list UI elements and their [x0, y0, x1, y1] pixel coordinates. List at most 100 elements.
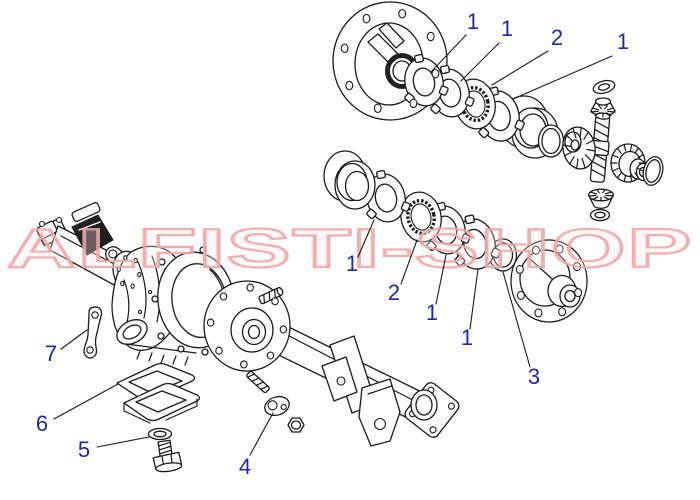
- bolt-hole: [123, 255, 128, 261]
- left-end-bracket: [36, 216, 68, 246]
- axle-end-flange: [404, 382, 460, 438]
- gear-tooth: [594, 112, 601, 117]
- bolt-hole: [116, 266, 121, 273]
- callout-leader: [491, 50, 549, 86]
- bolt-hole: [555, 244, 564, 254]
- gear-tooth: [583, 131, 590, 140]
- gear-tooth: [563, 151, 573, 157]
- spring-perch: [71, 202, 114, 256]
- gear-tooth: [623, 144, 627, 152]
- shim-ring: [642, 156, 664, 186]
- gear-tooth: [592, 196, 599, 200]
- callout-number: 1: [426, 300, 438, 325]
- bolt-hole: [558, 307, 567, 317]
- gear-tooth: [584, 154, 592, 162]
- gear-tooth: [604, 191, 613, 195]
- callout-leader: [400, 239, 418, 285]
- bolt-hole: [271, 297, 279, 306]
- callout-number: 7: [45, 341, 57, 366]
- bracket-part7: [83, 306, 103, 359]
- gear-tooth: [604, 104, 608, 110]
- bolt-hole: [137, 271, 142, 278]
- gear-tooth: [612, 167, 619, 172]
- watermark: ALFISTI-SHOP: [7, 217, 693, 279]
- bolt-hole: [534, 308, 543, 318]
- spider-gear-set: [562, 79, 664, 222]
- stud: [246, 370, 270, 394]
- bolt-hole: [120, 280, 125, 287]
- gear-tooth: [591, 107, 600, 111]
- bolt-hole: [515, 264, 524, 274]
- bolt-hole: [130, 283, 135, 289]
- bolt-holes: [116, 8, 583, 369]
- bottom-cover-part6: [123, 382, 201, 424]
- shock-mount-bracket: [358, 378, 401, 447]
- gear-tooth: [617, 172, 622, 179]
- callout-number: 6: [36, 411, 48, 436]
- gear-tooth: [617, 147, 622, 154]
- gear-tooth: [598, 104, 602, 110]
- bolt-hole: [431, 68, 440, 79]
- gear-tooth: [603, 196, 610, 200]
- gear-tooth: [605, 194, 614, 197]
- side-gear-right: [610, 143, 651, 183]
- callout-leader: [430, 34, 467, 73]
- callout-leader: [502, 271, 531, 368]
- bolt-hole: [426, 31, 435, 42]
- bolt-hole: [531, 245, 540, 255]
- gear-tooth: [637, 154, 644, 159]
- clutch-pack-lower: [323, 150, 518, 275]
- gear-tooth: [634, 147, 639, 154]
- bolt-hole: [246, 283, 254, 292]
- differential-case: [510, 239, 588, 323]
- bolt-hole: [215, 346, 223, 355]
- callout-leader: [512, 55, 613, 100]
- gear-tooth: [629, 144, 633, 152]
- bolt-hole: [133, 257, 138, 264]
- axle-housing-assembly: [36, 202, 460, 447]
- gear-tooth: [588, 194, 597, 197]
- gear-tooth: [605, 112, 612, 117]
- thrust-washer-bottom: [589, 208, 611, 222]
- callout-leader: [357, 219, 375, 258]
- gear-tooth: [572, 128, 577, 139]
- clutch-pack-top: [395, 49, 565, 159]
- callout-leader: [53, 383, 119, 420]
- cross-shaft: [589, 112, 611, 183]
- bolt-hole: [574, 288, 583, 298]
- gear-tooth: [590, 110, 599, 113]
- side-cover: [203, 280, 291, 372]
- gear-tooth: [566, 134, 574, 142]
- callout-number: 1: [461, 325, 473, 350]
- callout-leader: [249, 412, 274, 456]
- callout-leader: [460, 42, 500, 82]
- lock-plate: [264, 395, 290, 417]
- cover-stud: [258, 286, 284, 305]
- bolt-hole: [219, 292, 228, 301]
- drain-plug-part5: [147, 427, 183, 473]
- bolt-hole: [516, 290, 525, 300]
- gear-tooth: [581, 157, 586, 168]
- callout-number: 2: [388, 280, 400, 305]
- gear-tooth: [612, 154, 619, 159]
- nut: [287, 417, 305, 433]
- gear-tooth: [579, 127, 582, 138]
- gear-tooth: [634, 172, 639, 179]
- bolt-hole: [206, 318, 215, 327]
- bolt-hole: [240, 360, 248, 369]
- gear-tooth: [623, 174, 627, 182]
- callout-leader: [96, 436, 150, 448]
- callout-number: 5: [78, 437, 90, 462]
- gear-tooth: [596, 188, 600, 194]
- callout-number: 1: [501, 16, 513, 41]
- bolt-hole: [373, 103, 382, 114]
- thrust-washer: [592, 79, 616, 95]
- gear-tooth: [637, 167, 644, 172]
- gear-tooth: [576, 158, 579, 169]
- bolt-hole: [409, 98, 418, 109]
- gear-tooth: [607, 110, 616, 113]
- gear-tooth: [586, 148, 595, 152]
- callout-number: 1: [346, 251, 358, 276]
